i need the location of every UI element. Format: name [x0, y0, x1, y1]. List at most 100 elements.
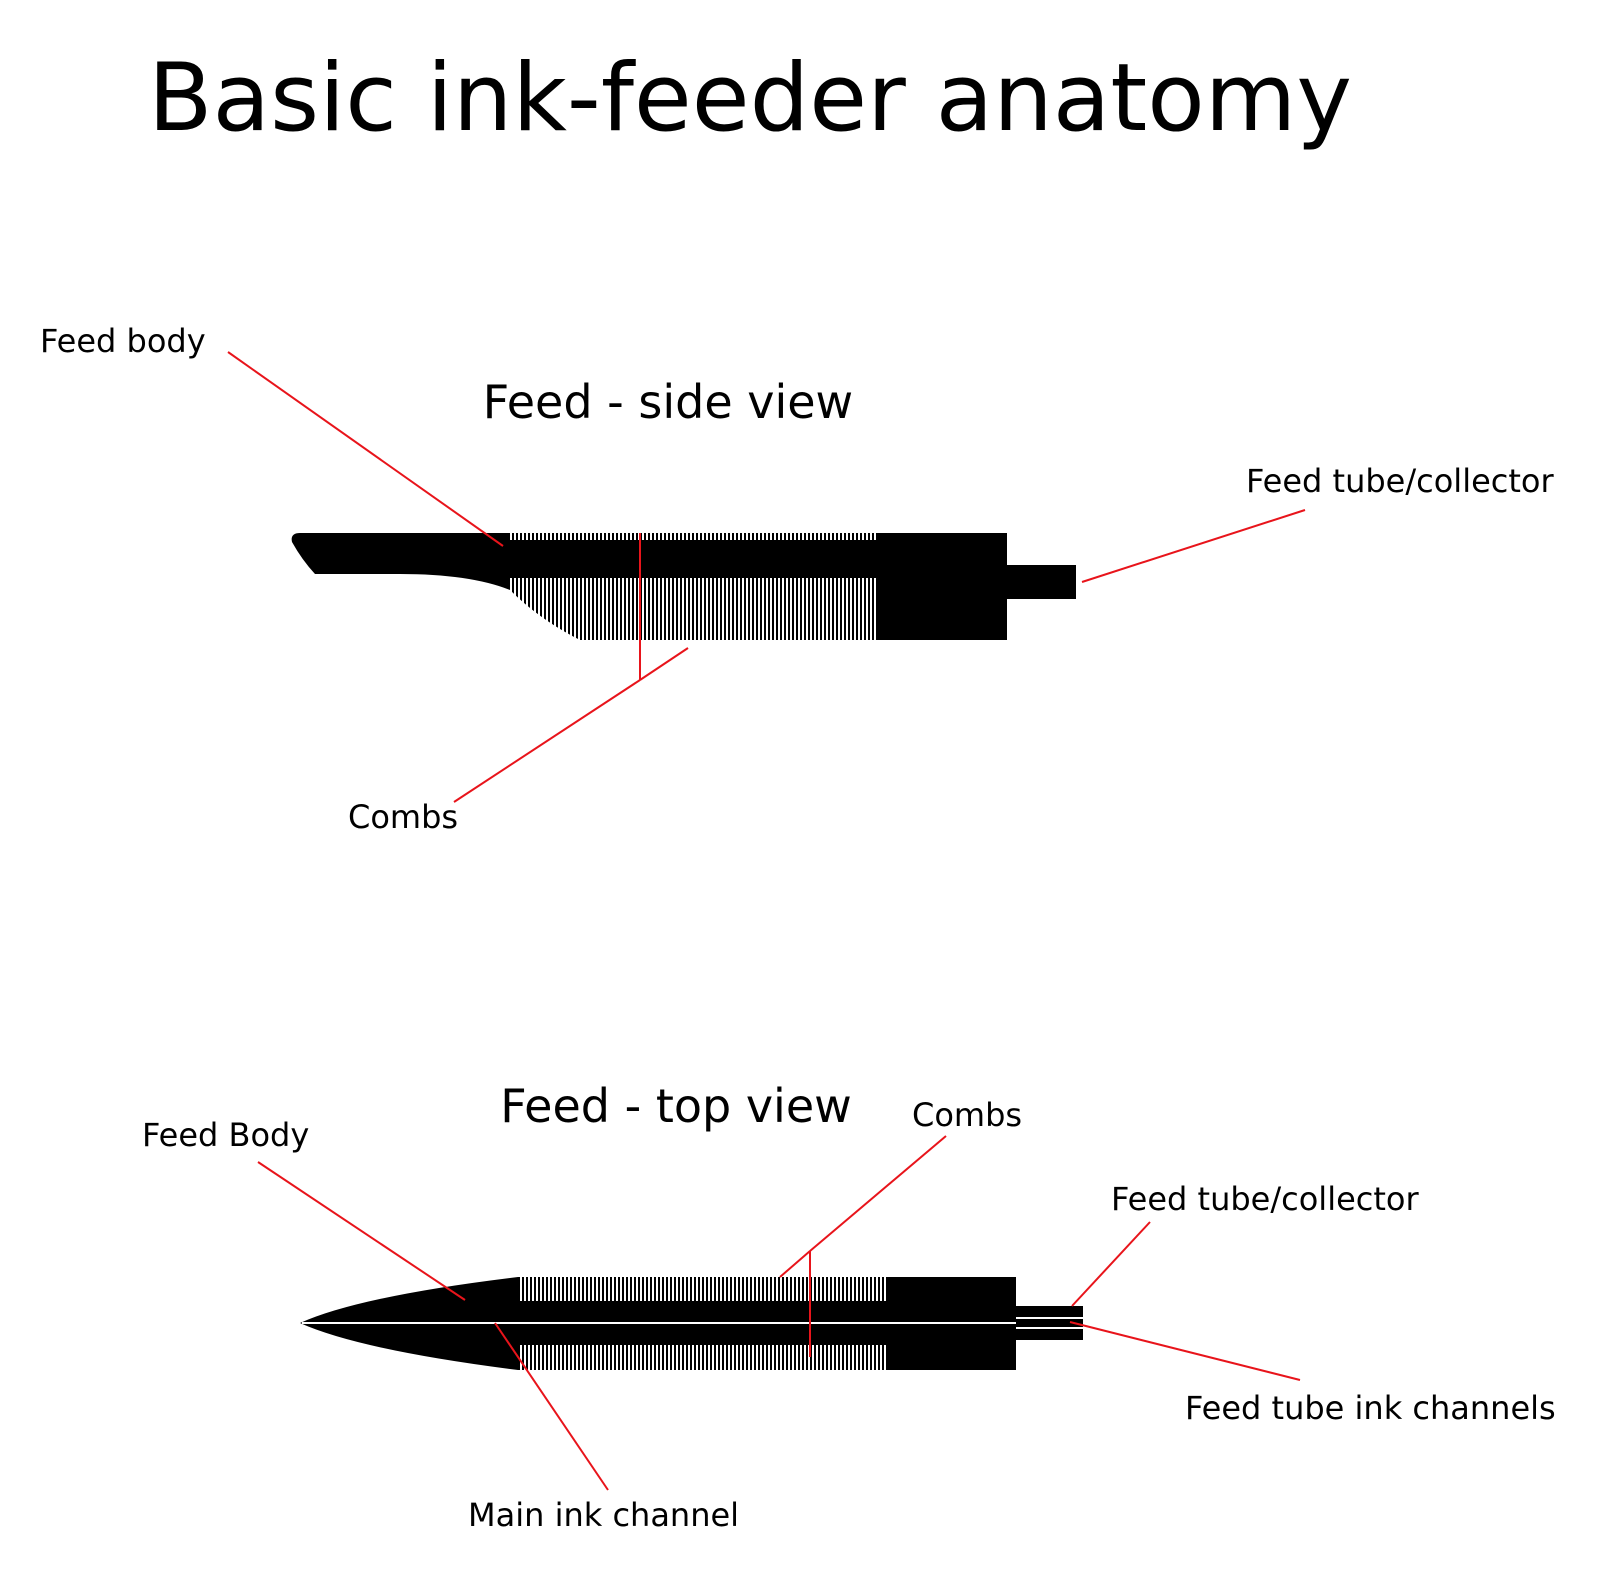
comb-slit	[726, 533, 728, 540]
comb-slit	[530, 578, 532, 620]
comb-slit	[576, 1277, 578, 1301]
comb-slit	[644, 1277, 646, 1301]
comb-slit	[732, 1277, 734, 1301]
comb-slit	[784, 1277, 786, 1301]
comb-slit	[660, 1277, 662, 1301]
comb-slit	[838, 533, 840, 540]
comb-slit	[652, 1345, 654, 1370]
comb-slit	[812, 1345, 814, 1370]
comb-slit	[790, 533, 792, 540]
comb-slit	[750, 578, 752, 640]
comb-slit	[556, 1277, 558, 1301]
comb-slit	[592, 1345, 594, 1370]
top-feed-body-leader	[257, 1161, 466, 1301]
comb-slit	[622, 533, 624, 540]
comb-slit	[672, 1277, 674, 1301]
comb-slit	[540, 1345, 542, 1370]
comb-slit	[608, 1277, 610, 1301]
comb-slit	[530, 533, 532, 540]
comb-slit	[760, 1345, 762, 1370]
comb-slit	[848, 1277, 850, 1301]
comb-slit	[588, 1277, 590, 1301]
comb-slit	[596, 1277, 598, 1301]
comb-slit	[646, 578, 648, 640]
comb-slit	[794, 578, 796, 640]
comb-slit	[818, 533, 820, 540]
comb-slit	[772, 1345, 774, 1370]
comb-slit	[552, 1345, 554, 1370]
comb-slit	[622, 578, 624, 640]
comb-slit	[520, 1345, 522, 1370]
comb-slit	[676, 1345, 678, 1370]
comb-slit	[520, 1277, 522, 1301]
comb-slit	[666, 578, 668, 640]
comb-slit	[842, 533, 844, 540]
comb-slit	[740, 1277, 742, 1301]
comb-slit	[656, 1345, 658, 1370]
side-feed-tube-leader	[1081, 509, 1306, 583]
comb-slit	[814, 578, 816, 640]
comb-slit	[618, 533, 620, 540]
comb-slit	[782, 578, 784, 640]
comb-slit	[634, 533, 636, 540]
comb-slit	[752, 1277, 754, 1301]
comb-slit	[562, 578, 564, 637]
comb-slit	[796, 1277, 798, 1301]
comb-slit	[658, 533, 660, 540]
comb-slit	[588, 1345, 590, 1370]
comb-slit	[552, 1277, 554, 1301]
top-combs-leader-label	[809, 1135, 947, 1252]
comb-slit	[842, 578, 844, 640]
comb-slit	[610, 533, 612, 540]
comb-slit	[636, 1345, 638, 1370]
comb-slit	[528, 1345, 530, 1370]
side-combs-leader-label	[453, 679, 641, 803]
comb-slit	[522, 533, 524, 540]
comb-slit	[834, 578, 836, 640]
comb-slit	[560, 1277, 562, 1301]
comb-slit	[632, 1277, 634, 1301]
comb-slit	[872, 1277, 874, 1301]
comb-slit	[548, 1277, 550, 1301]
comb-slit	[532, 1345, 534, 1370]
comb-slit	[690, 533, 692, 540]
comb-slit	[756, 1345, 758, 1370]
comb-slit	[694, 533, 696, 540]
top-feed-tube-label: Feed tube/collector	[1111, 1180, 1419, 1218]
comb-slit	[526, 578, 528, 616]
comb-slit	[748, 1345, 750, 1370]
side-feed-tube-label: Feed tube/collector	[1246, 462, 1554, 500]
comb-slit	[780, 1277, 782, 1301]
diagram-title: Basic ink-feeder anatomy	[148, 44, 1352, 153]
comb-slit	[792, 1277, 794, 1301]
comb-slit	[714, 533, 716, 540]
comb-slit	[786, 578, 788, 640]
comb-slit	[820, 1345, 822, 1370]
comb-slit	[610, 578, 612, 640]
comb-slit	[598, 578, 600, 640]
comb-slit	[778, 578, 780, 640]
comb-slit	[800, 1277, 802, 1301]
comb-slit	[868, 1277, 870, 1301]
comb-slit	[668, 1277, 670, 1301]
comb-slit	[614, 533, 616, 540]
comb-slit	[560, 1345, 562, 1370]
comb-slit	[650, 578, 652, 640]
comb-slit	[874, 533, 876, 540]
comb-slit	[612, 1345, 614, 1370]
comb-slit	[860, 1345, 862, 1370]
top-combs-bottom	[520, 1345, 886, 1370]
comb-slit	[696, 1345, 698, 1370]
comb-slit	[856, 1345, 858, 1370]
comb-slit	[712, 1277, 714, 1301]
comb-slit	[554, 578, 556, 634]
comb-slit	[708, 1277, 710, 1301]
comb-slit	[802, 533, 804, 540]
comb-slit	[718, 578, 720, 640]
comb-slit	[728, 1277, 730, 1301]
comb-slit	[602, 533, 604, 540]
comb-slit	[754, 533, 756, 540]
comb-slit	[806, 578, 808, 640]
comb-slit	[566, 533, 568, 540]
comb-slit	[584, 1277, 586, 1301]
